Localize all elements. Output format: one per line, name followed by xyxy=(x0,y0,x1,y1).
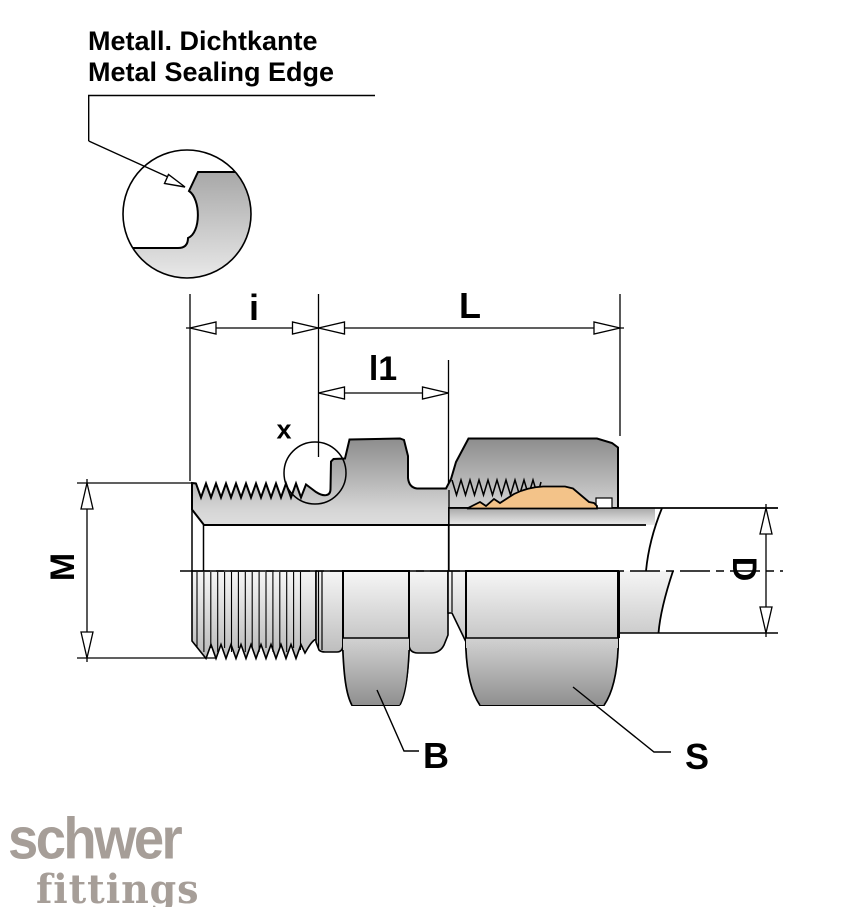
dim-label-x: x xyxy=(276,414,292,445)
nut-relief-notch xyxy=(595,497,613,509)
dimension-M xyxy=(77,479,217,662)
x-detail-circle xyxy=(283,441,347,505)
collar-washer xyxy=(315,570,344,653)
dim-label-L: L xyxy=(459,285,481,326)
logo-subtitle: fittings xyxy=(36,866,200,907)
logo: schwer fittings xyxy=(8,804,211,907)
part-label-B: B xyxy=(423,735,449,776)
logo-brand: schwer xyxy=(8,804,183,872)
stud-thread-external xyxy=(191,570,317,661)
dimension-D xyxy=(759,504,773,637)
hex-s xyxy=(465,570,619,706)
detail-circle xyxy=(122,149,252,279)
dim-label-l1: l1 xyxy=(368,350,398,388)
sealing-edge-note: Metall. Dichtkante Metal Sealing Edge xyxy=(88,26,334,88)
dim-label-i: i xyxy=(248,287,260,328)
leader-s xyxy=(572,686,671,753)
cutting-ring xyxy=(466,485,598,510)
dimension-i-L xyxy=(186,294,624,481)
sealing-edge-note-en: Metal Sealing Edge xyxy=(88,57,335,87)
tube-lower xyxy=(618,570,778,638)
neck-groove xyxy=(408,570,449,654)
sealing-edge-note-de: Metall. Dichtkante xyxy=(88,26,318,56)
nut-cone-front xyxy=(447,570,467,643)
dim-label-M: M xyxy=(44,552,82,582)
leader-b xyxy=(376,689,419,752)
dim-label-D: D xyxy=(725,556,763,582)
hex-b xyxy=(342,570,410,706)
annotation-leader xyxy=(88,94,375,188)
part-label-S: S xyxy=(684,736,710,777)
